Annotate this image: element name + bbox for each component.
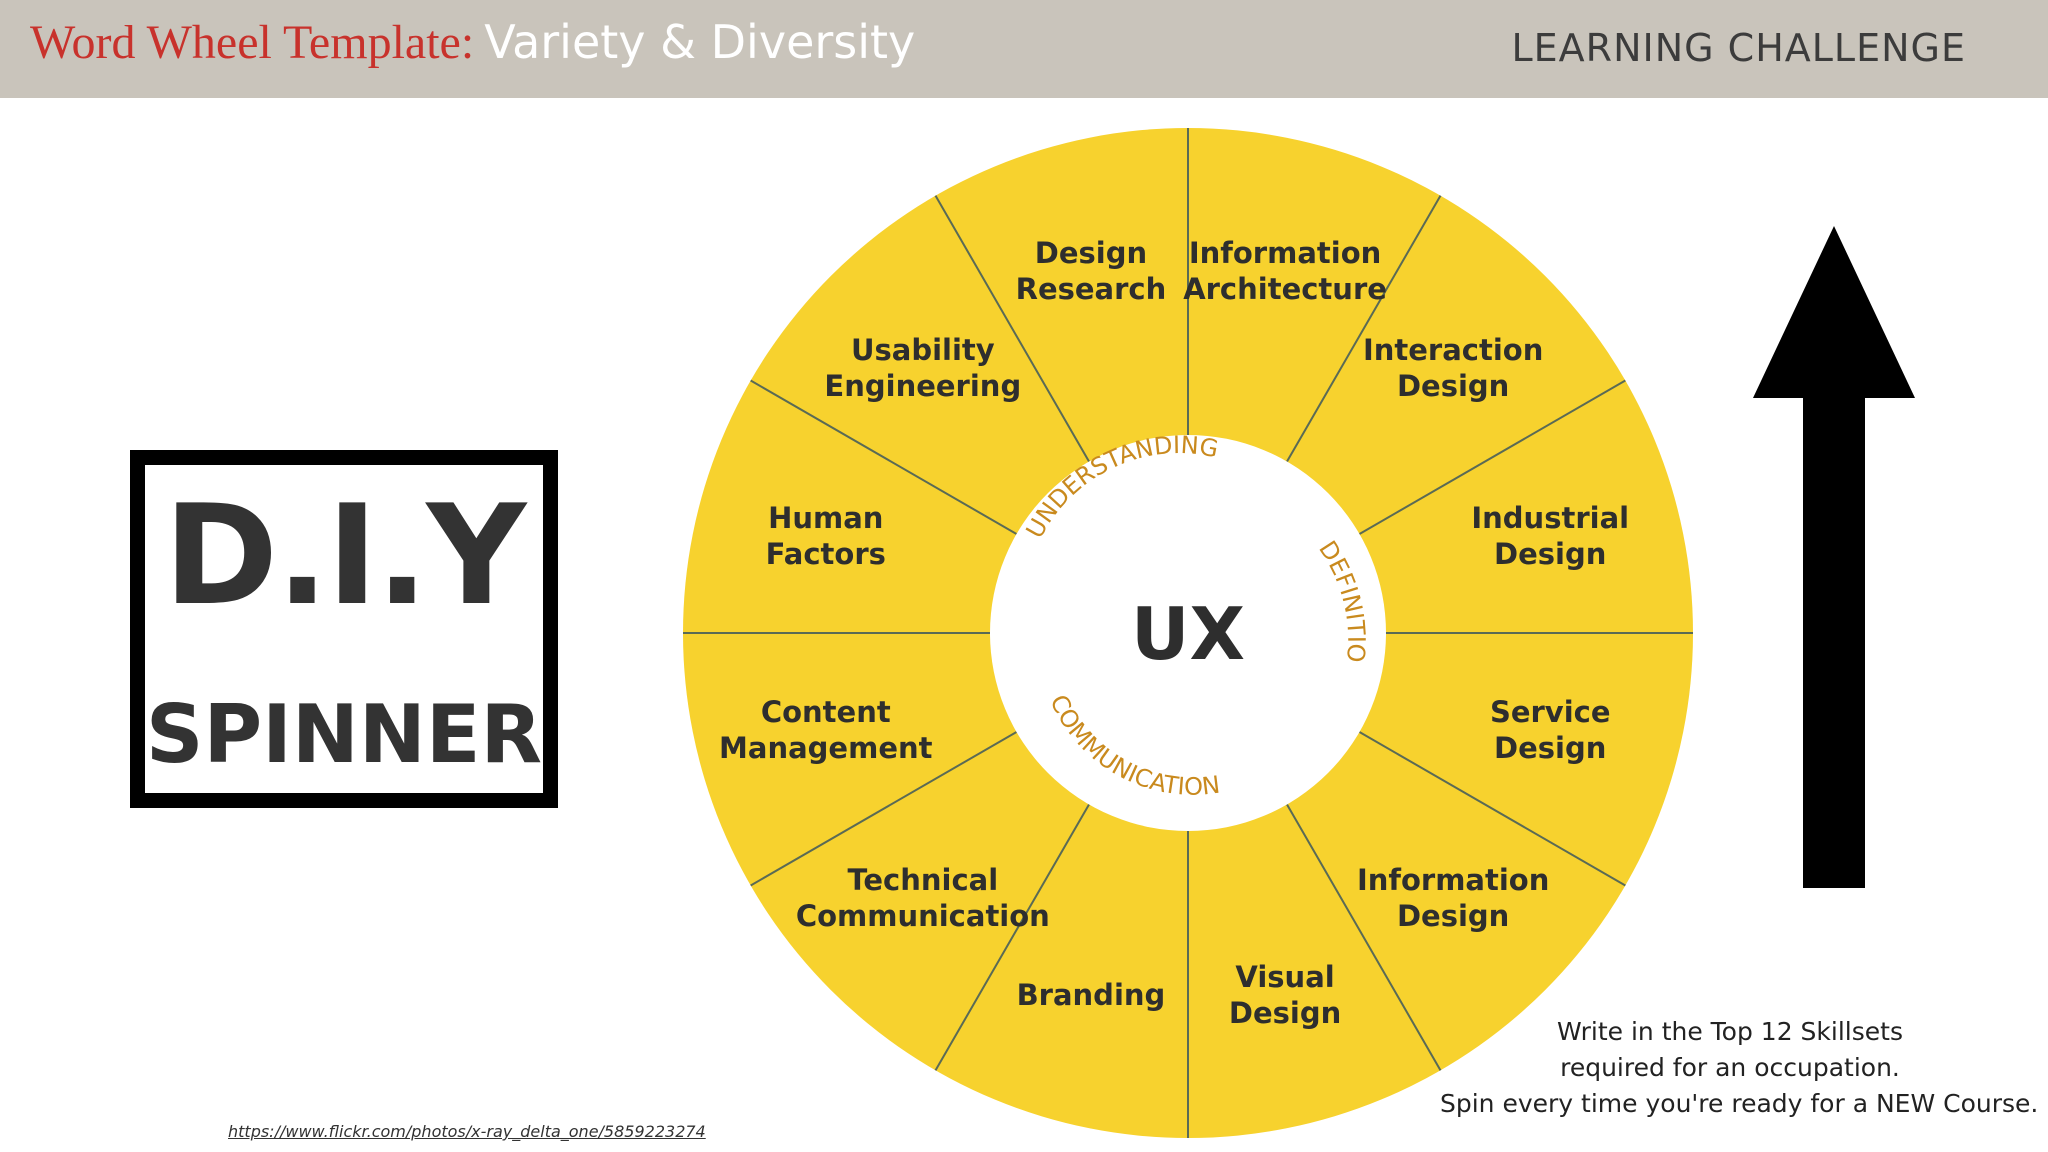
diy-spinner-box: D.I.Y SPINNER: [130, 450, 558, 808]
title-sub: Variety & Diversity: [484, 15, 916, 69]
header-bar: Word Wheel Template:Variety & Diversity …: [0, 0, 2048, 98]
wheel-divider: [934, 803, 1090, 1071]
up-arrow-icon: [1753, 226, 1915, 888]
instructions-note: Write in the Top 12 Skillsets required f…: [1440, 1014, 2039, 1122]
wheel-divider: [934, 195, 1090, 463]
wheel-center-label: UX: [1131, 592, 1245, 676]
wheel-divider: [750, 731, 1018, 887]
spinner-heading: SPINNER: [145, 688, 543, 781]
slide-title: Word Wheel Template:Variety & Diversity: [30, 14, 915, 70]
note-line-3: Spin every time you're ready for a NEW C…: [1440, 1089, 2039, 1118]
source-link[interactable]: https://www.flickr.com/photos/x-ray_delt…: [228, 1122, 706, 1141]
learning-challenge-label: LEARNING CHALLENGE: [1511, 26, 1966, 70]
wheel-divider: [1358, 379, 1626, 535]
wheel-divider: [1286, 803, 1442, 1071]
note-line-1: Write in the Top 12 Skillsets: [1557, 1017, 1903, 1046]
wheel-hub: [990, 435, 1386, 831]
wheel-divider: [1286, 195, 1442, 463]
note-line-2: required for an occupation.: [1560, 1053, 1900, 1082]
diy-heading: D.I.Y: [163, 475, 527, 636]
wheel-divider: [1358, 731, 1626, 887]
wheel-divider: [750, 379, 1018, 535]
title-main: Word Wheel Template:: [30, 16, 475, 69]
wheel-segment-label: Branding: [1017, 978, 1166, 1012]
